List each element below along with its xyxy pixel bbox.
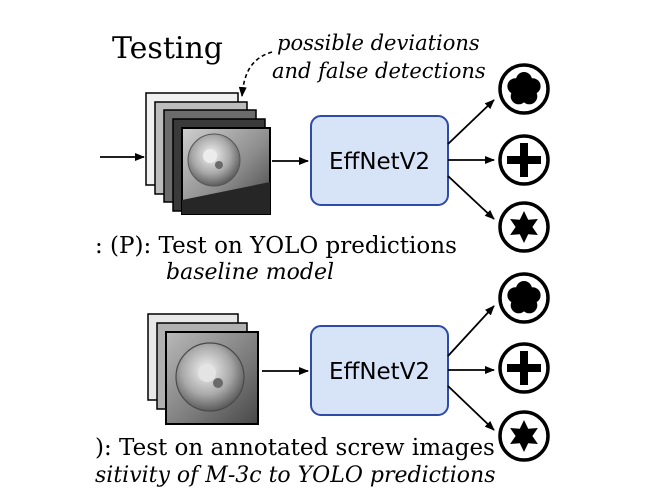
annotation-line-2: and false detections: [272, 59, 486, 83]
star-head-icon: [498, 201, 550, 253]
annotation-line-1: possible deviations: [277, 31, 480, 55]
bottom-output-arrow-1: [447, 305, 495, 357]
bottom-image-stack: [147, 313, 259, 425]
bottom-output-arrow-3: [447, 385, 495, 431]
bottom-caption-line-2: sitivity of M-3c to YOLO predictions: [95, 463, 496, 488]
top-output-arrow-1: [447, 99, 495, 145]
screw-photo: [165, 331, 259, 425]
bottom-model-label: EffNetV2: [329, 359, 430, 385]
top-image-stack: [145, 92, 271, 215]
top-pipeline: EffNetV2 : (P): Test on YOLO predictions…: [95, 63, 550, 285]
bottom-caption-line-1: ): Test on annotated screw images: [95, 435, 495, 461]
section-heading: Testing: [112, 31, 223, 66]
top-model-label: EffNetV2: [329, 149, 430, 175]
top-caption-line-2: baseline model: [166, 260, 334, 285]
bottom-pipeline: EffNetV2 ): Test on annotated screw imag…: [95, 272, 550, 488]
phillips-head-icon: [498, 134, 550, 186]
screw-photo: [181, 127, 271, 215]
top-output-arrow-3: [447, 175, 495, 220]
annotation-dashed-arrow: [238, 51, 273, 97]
phillips-head-icon: [498, 342, 550, 394]
top-caption-line-1: : (P): Test on YOLO predictions: [95, 233, 457, 259]
flower-head-icon: [498, 272, 550, 324]
star-head-icon: [498, 410, 550, 462]
flower-head-icon: [498, 63, 550, 115]
